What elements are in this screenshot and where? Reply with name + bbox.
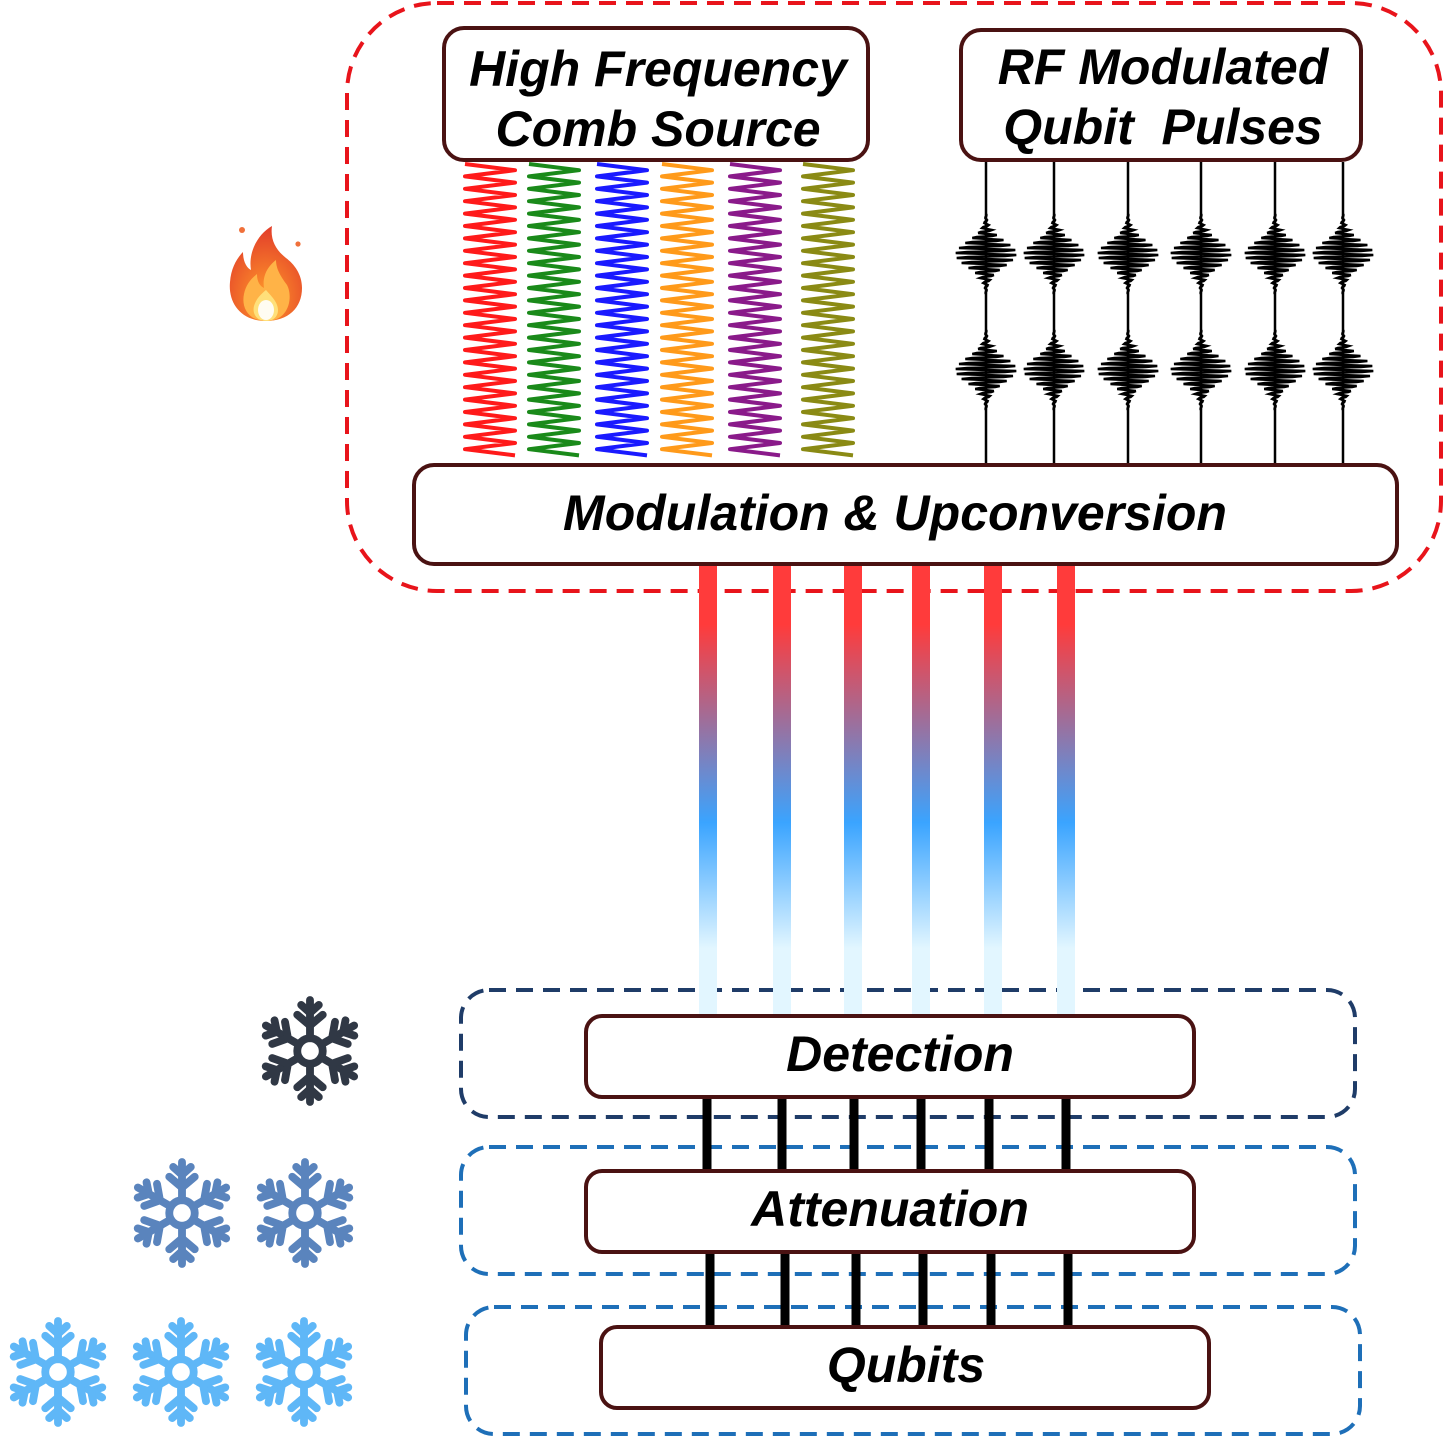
- snowflake-icon: [7, 1321, 108, 1423]
- rf-wavepacket-6-2: [1312, 329, 1374, 411]
- qubits-label: Qubits: [827, 1337, 985, 1393]
- cold-stage-wires: [702, 1099, 1073, 1326]
- comb-line-5: [728, 162, 782, 458]
- detection-stage-boundary: [459, 988, 1357, 1119]
- rf-wavepacket-6-1: [1312, 213, 1374, 295]
- rf-wavepacket-5-2: [1244, 329, 1306, 411]
- attenuation-label: Attenuation: [749, 1181, 1029, 1237]
- detection-box: Detection: [584, 1014, 1196, 1099]
- attenuation-box: Attenuation: [584, 1169, 1196, 1254]
- rf-wavepacket-2-2: [1023, 329, 1085, 411]
- rf-pulse-lines: [955, 162, 1374, 463]
- snowflake-icon: [259, 1000, 360, 1102]
- rf-wavepacket-5-1: [1244, 213, 1306, 295]
- rf-wavepacket-4-2: [1170, 329, 1232, 411]
- fiber-link-4: [912, 566, 930, 1016]
- warm-stage-boundary: [345, 1, 1443, 593]
- rf-wavepacket-2-1: [1023, 213, 1085, 295]
- comb-source-label-line1: High Frequency: [469, 41, 849, 97]
- snowflake-icon: [253, 1321, 354, 1423]
- rf-pulses-label-line1: RF Modulated: [998, 39, 1330, 95]
- fiber-links: [699, 566, 1075, 1016]
- detection-label: Detection: [786, 1026, 1014, 1082]
- comb-line-1: [463, 162, 517, 458]
- rf-wavepacket-3-2: [1097, 329, 1159, 411]
- comb-frequency-lines: [463, 162, 855, 458]
- comb-line-2: [527, 162, 581, 458]
- attenuation-stage-boundary: [459, 1145, 1357, 1276]
- rf-wavepacket-1-2: [955, 329, 1017, 411]
- snowflake-icon: [130, 1321, 231, 1423]
- qubits-box: Qubits: [599, 1325, 1211, 1410]
- modulation-box: Modulation & Upconversion: [412, 463, 1399, 566]
- fiber-link-3: [844, 566, 862, 1016]
- fiber-link-1: [699, 566, 717, 1016]
- rf-wavepacket-1-1: [955, 213, 1017, 295]
- modulation-label: Modulation & Upconversion: [563, 485, 1227, 541]
- comb-source-label-line2: Comb Source: [495, 101, 820, 157]
- comb-line-4: [660, 162, 714, 458]
- fiber-link-2: [773, 566, 791, 1016]
- comb-line-6: [801, 162, 855, 458]
- fire-icon: [229, 226, 302, 321]
- snowflake-icon: [131, 1162, 232, 1264]
- fiber-link-5: [984, 566, 1002, 1016]
- rf-wavepacket-3-1: [1097, 213, 1159, 295]
- comb-line-3: [595, 162, 649, 458]
- rf-pulses-label-line2: Qubit Pulses: [1003, 99, 1323, 155]
- qubits-stage-boundary: [464, 1305, 1362, 1436]
- comb-source-box: High Frequency Comb Source: [442, 26, 870, 162]
- fiber-link-6: [1057, 566, 1075, 1016]
- snowflake-icon: [254, 1162, 355, 1264]
- rf-wavepacket-4-1: [1170, 213, 1232, 295]
- rf-pulses-box: RF Modulated Qubit Pulses: [959, 28, 1363, 162]
